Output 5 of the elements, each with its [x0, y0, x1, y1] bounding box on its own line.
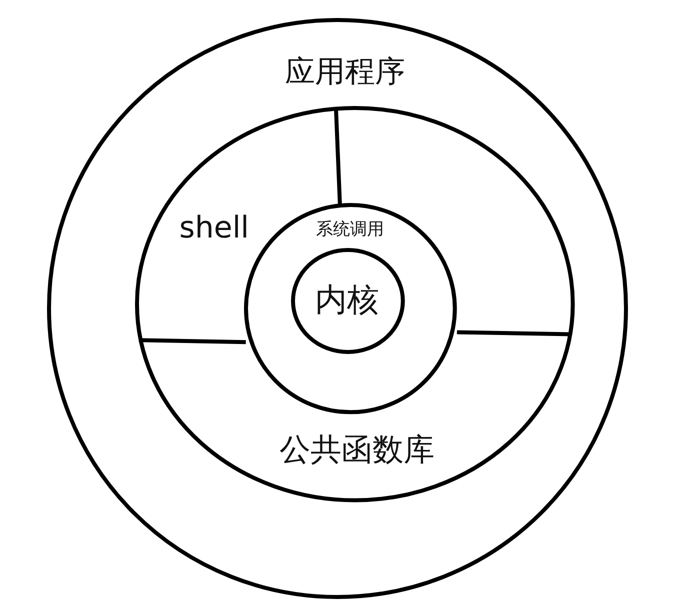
layer-label: 公共函数库 [280, 433, 435, 468]
layer-label: 内核 [314, 282, 379, 318]
layer-label: 应用程序 [285, 56, 405, 89]
layer-label: 系统调用 [316, 220, 384, 239]
layer-label: shell [179, 211, 250, 244]
